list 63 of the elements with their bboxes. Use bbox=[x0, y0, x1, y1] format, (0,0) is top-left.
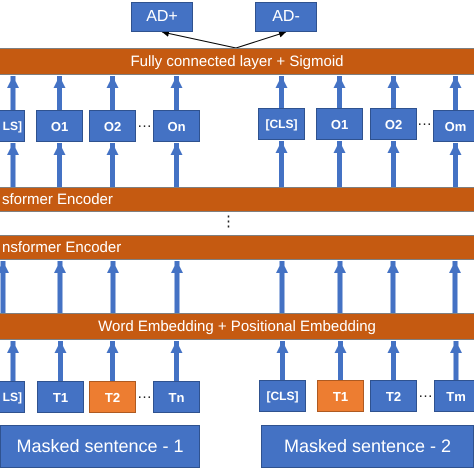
arrow bbox=[54, 143, 66, 187]
layer-band: Fully connected layer + Sigmoid bbox=[0, 48, 474, 75]
token-box: O1 bbox=[36, 110, 83, 142]
arrow bbox=[276, 341, 288, 380]
ellipsis: … bbox=[418, 384, 433, 401]
arrow bbox=[171, 261, 183, 313]
arrow bbox=[106, 143, 118, 187]
arrow bbox=[450, 341, 462, 380]
arrow bbox=[7, 76, 19, 110]
arrow bbox=[7, 143, 19, 187]
arrow bbox=[236, 30, 286, 48]
ellipsis: … bbox=[417, 112, 432, 129]
arrow bbox=[450, 143, 462, 187]
arrow bbox=[388, 76, 400, 108]
token-box: LS] bbox=[0, 381, 25, 413]
arrow bbox=[170, 143, 182, 187]
sentence-box: Masked sentence - 1 bbox=[0, 425, 200, 468]
arrow bbox=[276, 261, 288, 313]
arrow bbox=[106, 76, 118, 110]
token-box: LS] bbox=[0, 110, 25, 142]
token-box: O2 bbox=[89, 110, 136, 142]
arrow bbox=[54, 76, 66, 110]
token-box: T1 bbox=[317, 380, 364, 412]
token-box: [CLS] bbox=[258, 108, 305, 140]
arrow bbox=[170, 76, 182, 110]
token-box: O2 bbox=[370, 108, 417, 140]
arrow bbox=[7, 341, 19, 381]
token-box: On bbox=[153, 110, 200, 142]
arrow bbox=[106, 341, 118, 381]
token-box: T2 bbox=[89, 381, 136, 413]
arrow bbox=[276, 76, 288, 108]
token-box: T2 bbox=[370, 380, 417, 412]
arrow bbox=[162, 30, 236, 48]
arrow bbox=[0, 261, 9, 313]
token-box: T1 bbox=[37, 381, 84, 413]
arrow bbox=[334, 76, 346, 108]
token-box: [CLS] bbox=[259, 380, 306, 412]
ellipsis: ⋮ bbox=[221, 212, 236, 230]
token-box: O1 bbox=[316, 108, 363, 140]
ellipsis: … bbox=[137, 114, 152, 131]
arrow bbox=[388, 341, 400, 380]
ellipsis: … bbox=[137, 385, 152, 402]
arrow bbox=[276, 141, 288, 187]
output-box: AD+ bbox=[131, 2, 193, 32]
token-box: Tm bbox=[434, 380, 474, 412]
arrow bbox=[107, 261, 119, 313]
arrow bbox=[170, 341, 182, 381]
layer-band: nsformer Encoder bbox=[0, 235, 474, 260]
token-box: Tn bbox=[153, 381, 200, 413]
layer-band: Word Embedding + Positional Embedding bbox=[0, 313, 474, 340]
arrow bbox=[334, 141, 346, 187]
output-box: AD- bbox=[255, 2, 317, 32]
arrow bbox=[54, 261, 66, 313]
arrow bbox=[450, 76, 462, 110]
layer-band: sformer Encoder bbox=[0, 187, 474, 212]
arrow bbox=[387, 261, 399, 313]
arrow bbox=[388, 141, 400, 187]
arrow bbox=[54, 341, 66, 381]
arrow bbox=[449, 261, 461, 313]
arrow bbox=[334, 261, 346, 313]
sentence-box: Masked sentence - 2 bbox=[261, 425, 474, 468]
arrow bbox=[334, 341, 346, 380]
token-box: Om bbox=[433, 110, 474, 142]
